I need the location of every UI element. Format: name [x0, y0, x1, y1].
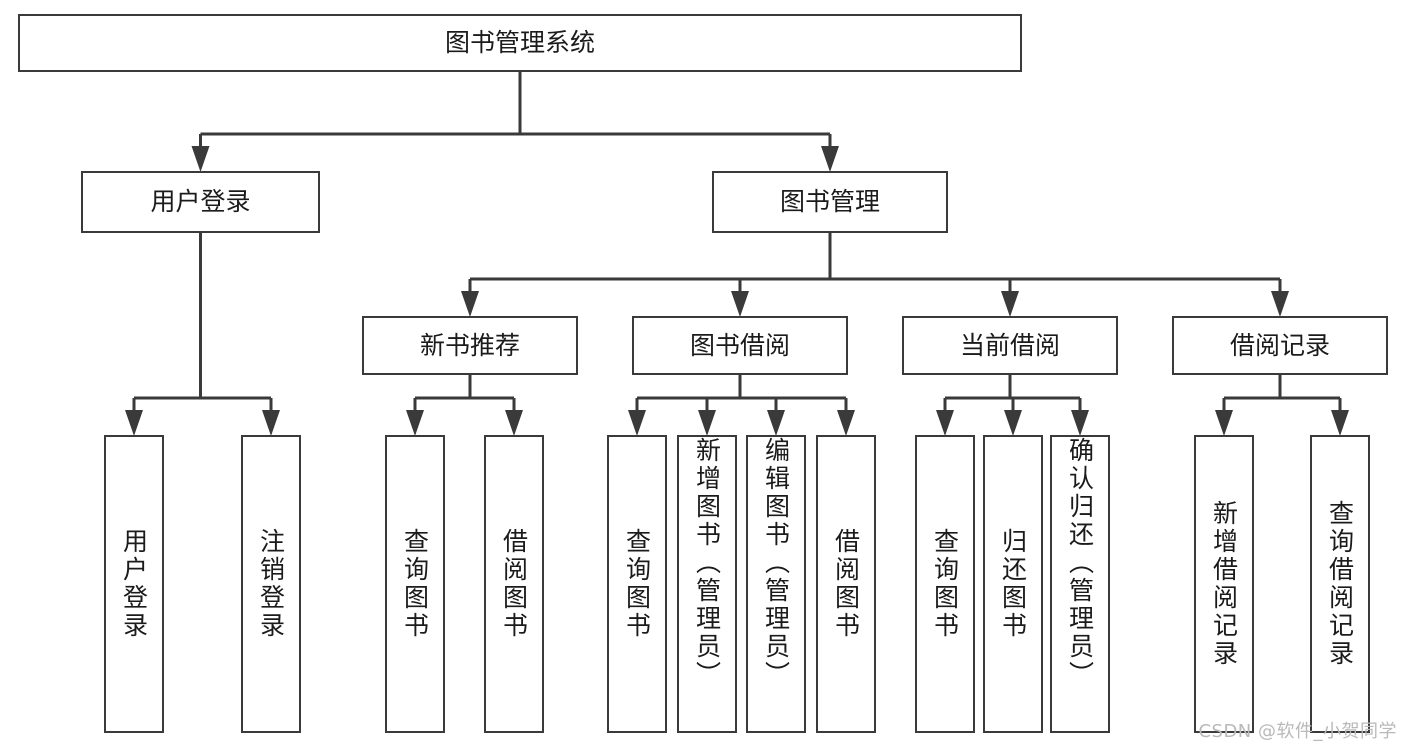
- leaf-borrow-book-2-label: 借阅图书: [831, 528, 861, 640]
- node-borrow-record[interactable]: 借阅记录: [1172, 316, 1388, 375]
- node-user-login-label: 用户登录: [150, 187, 251, 217]
- leaf-confirm-return-label: 确认归还（管理员）: [1065, 437, 1095, 689]
- leaf-query-record[interactable]: 查询借阅记录: [1310, 435, 1370, 733]
- leaf-user-login-label: 用户登录: [119, 528, 149, 640]
- leaf-user-login[interactable]: 用户登录: [104, 435, 164, 733]
- leaf-return-book[interactable]: 归还图书: [983, 435, 1043, 733]
- node-user-login[interactable]: 用户登录: [81, 171, 320, 233]
- leaf-query-book-1-label: 查询图书: [400, 528, 430, 640]
- leaf-query-record-label: 查询借阅记录: [1325, 500, 1355, 668]
- node-book-borrow[interactable]: 图书借阅: [632, 316, 848, 375]
- node-root-label: 图书管理系统: [444, 28, 595, 58]
- node-current-borrow-label: 当前借阅: [959, 330, 1060, 360]
- leaf-add-record[interactable]: 新增借阅记录: [1194, 435, 1254, 733]
- leaf-borrow-book-1-label: 借阅图书: [499, 528, 529, 640]
- leaf-edit-book[interactable]: 编辑图书（管理员）: [746, 435, 806, 733]
- leaf-add-book[interactable]: 新增图书（管理员）: [677, 435, 737, 733]
- leaf-add-book-label: 新增图书（管理员）: [692, 437, 722, 689]
- node-root[interactable]: 图书管理系统: [18, 14, 1022, 72]
- leaf-query-book-2[interactable]: 查询图书: [607, 435, 667, 733]
- leaf-query-book-2-label: 查询图书: [622, 528, 652, 640]
- node-new-book-recommend-label: 新书推荐: [419, 330, 520, 360]
- node-book-manage-label: 图书管理: [779, 187, 880, 217]
- leaf-logout-login[interactable]: 注销登录: [241, 435, 301, 733]
- csdn-watermark: CSDN @软件_小贺同学: [1198, 721, 1397, 742]
- leaf-edit-book-label: 编辑图书（管理员）: [761, 437, 791, 689]
- node-current-borrow[interactable]: 当前借阅: [902, 316, 1118, 375]
- leaf-confirm-return[interactable]: 确认归还（管理员）: [1050, 435, 1110, 733]
- leaf-borrow-book-2[interactable]: 借阅图书: [816, 435, 876, 733]
- node-book-manage[interactable]: 图书管理: [712, 171, 948, 233]
- leaf-borrow-book-1[interactable]: 借阅图书: [484, 435, 544, 733]
- leaf-query-book-3-label: 查询图书: [930, 528, 960, 640]
- leaf-return-book-label: 归还图书: [998, 528, 1028, 640]
- node-book-borrow-label: 图书借阅: [689, 330, 790, 360]
- node-borrow-record-label: 借阅记录: [1229, 330, 1330, 360]
- leaf-query-book-3[interactable]: 查询图书: [915, 435, 975, 733]
- leaf-query-book-1[interactable]: 查询图书: [385, 435, 445, 733]
- leaf-add-record-label: 新增借阅记录: [1209, 500, 1239, 668]
- node-new-book-recommend[interactable]: 新书推荐: [362, 316, 578, 375]
- leaf-logout-login-label: 注销登录: [256, 528, 286, 640]
